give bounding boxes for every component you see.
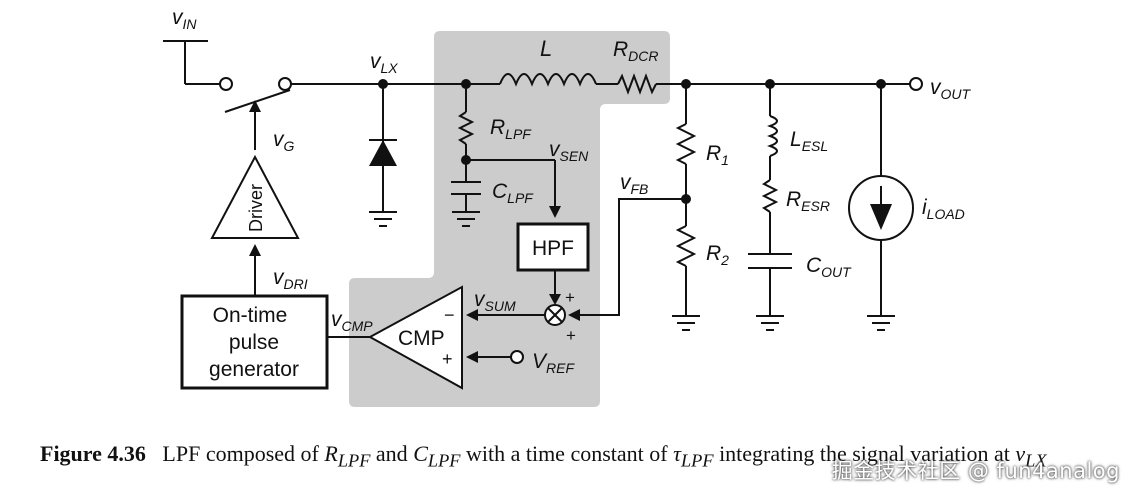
label-vsen: vSEN	[549, 138, 589, 164]
caption-c: C	[413, 441, 428, 466]
ground-diode	[369, 211, 397, 227]
caption-v-sub: LX	[1025, 450, 1047, 471]
caption-text: LPF composed of	[162, 441, 325, 466]
comparator-block	[367, 285, 463, 390]
label-rlpf: RLPF	[490, 116, 532, 142]
label-lesl: LESL	[790, 128, 828, 154]
resistor-r2	[675, 225, 697, 267]
driver-block	[210, 154, 300, 239]
ground-r2	[672, 315, 700, 331]
caption-tau: τ	[673, 441, 681, 466]
caption-and: and	[370, 441, 414, 466]
caption-tau-sub: LPF	[680, 450, 714, 471]
capacitor-cout	[748, 253, 792, 269]
label-cout: COUT	[806, 254, 852, 280]
label-vref: VREF	[532, 350, 575, 376]
ontime-generator-block	[180, 294, 329, 390]
ground-cout	[756, 315, 784, 331]
vref-arrow	[466, 351, 478, 363]
label-r2: R2	[706, 242, 729, 268]
label-clpf: CLPF	[492, 180, 534, 206]
caption-text-2: with a time constant of	[460, 441, 674, 466]
inductor-L	[499, 73, 597, 87]
label-iload: iLOAD	[922, 196, 965, 222]
resistor-r1	[675, 123, 697, 165]
label-resr: RESR	[786, 188, 830, 214]
vdri-arrow	[249, 244, 261, 256]
hpf-out-arrow	[549, 294, 561, 305]
caption-text-3: integrating the signal variation at	[713, 441, 1016, 466]
figure-number: Figure 4.36	[40, 441, 146, 466]
label-vout: vOUT	[930, 76, 972, 102]
ontime-label-2: pulse	[229, 331, 279, 354]
vsen-arrow	[549, 206, 561, 218]
label-vin: vIN	[172, 6, 197, 32]
summing-junction	[544, 304, 566, 326]
sum-plus-bottom: +	[566, 326, 576, 345]
label-vsum: vSUM	[474, 288, 516, 314]
caption-r-sub: LPF	[337, 450, 371, 471]
hpf-label: HPF	[532, 237, 574, 260]
freewheel-diode	[369, 139, 397, 166]
inductor-lesl	[767, 115, 778, 157]
label-vcmp: vCMP	[331, 308, 373, 334]
vin-source	[163, 40, 233, 91]
caption-r: R	[324, 441, 338, 466]
label-vdri: vDRI	[273, 266, 308, 292]
cmp-minus: −	[444, 305, 455, 325]
caption-v: v	[1015, 441, 1026, 466]
ontime-label-1: On-time	[213, 304, 288, 327]
vout-terminal	[909, 77, 923, 91]
driver-label: Driver	[246, 184, 266, 232]
caption-c-sub: LPF	[427, 450, 461, 471]
ground-iload	[867, 315, 895, 331]
ontime-label-3: generator	[209, 358, 299, 381]
ground-clpf	[452, 211, 480, 227]
resistor-rlpf	[457, 111, 475, 145]
figure-caption: Figure 4.36 LPF composed of RLPF and CLP…	[40, 438, 1120, 476]
cmp-label: CMP	[398, 327, 445, 350]
vfb-arrow	[568, 309, 580, 321]
resistor-resr	[761, 179, 779, 213]
watermark: 掘金技术社区 @ fun4analog	[831, 459, 1120, 483]
label-rdcr: RDCR	[613, 38, 659, 64]
resistor-rdcr	[617, 73, 657, 95]
label-L: L	[540, 36, 552, 61]
iload-arrow	[870, 204, 892, 230]
label-vfb: vFB	[620, 171, 648, 197]
circuit-diagram: vIN vG Driver vDRI On-time pulse generat…	[163, 6, 972, 407]
vsum-arrow	[466, 309, 478, 321]
label-vlx: vLX	[370, 50, 398, 76]
sum-plus-top: +	[565, 288, 575, 307]
label-vg: vG	[273, 128, 295, 154]
vfb-wire	[580, 198, 686, 316]
power-switch	[224, 77, 434, 113]
cmp-plus: +	[442, 349, 453, 369]
label-r1: R1	[706, 142, 729, 168]
hpf-block	[516, 222, 590, 272]
